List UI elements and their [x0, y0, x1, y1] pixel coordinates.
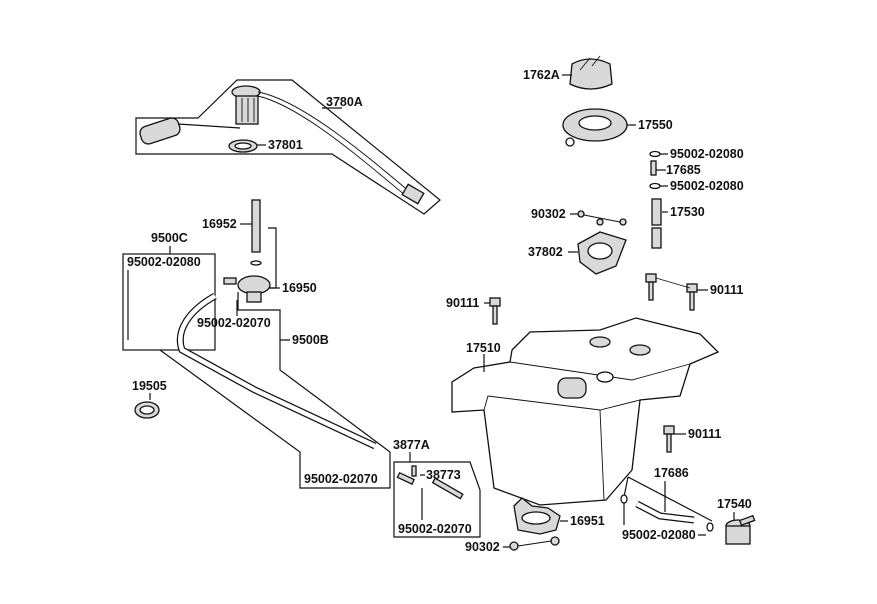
- bolt-icon: [489, 297, 501, 307]
- label-90302-top: 90302: [531, 207, 566, 221]
- clamp[interactable]: 19505: [132, 379, 167, 419]
- label-17510: 17510: [466, 341, 501, 355]
- group-outline-9500B-top: [237, 292, 290, 341]
- label-95002-02070-joint: 95002-02070: [398, 522, 472, 536]
- wire-connector: [401, 183, 425, 205]
- cap-ring[interactable]: 17550: [562, 108, 673, 147]
- label-16952: 16952: [202, 217, 237, 231]
- label-95002-02080-c: 95002-02080: [127, 255, 201, 269]
- label-3877A: 3877A: [393, 438, 430, 452]
- group-outline-9500C: [122, 253, 216, 351]
- joint-set-3877A[interactable]: 3877A 38773 95002-02070: [393, 438, 481, 538]
- label-95002-02070-b: 95002-02070: [304, 472, 378, 486]
- label-37802: 37802: [528, 245, 563, 259]
- t-joint: [396, 471, 415, 485]
- label-90302-bottom: 90302: [465, 540, 500, 554]
- fuel-tank[interactable]: 17510: [451, 317, 720, 506]
- label-95002-02080-mid: 95002-02080: [670, 179, 744, 193]
- valve-pipe: [251, 199, 261, 253]
- label-37801: 37801: [268, 138, 303, 152]
- label-90111-upper-right: 90111: [710, 283, 743, 297]
- joint-icon: [650, 160, 657, 176]
- breather-parts[interactable]: 95002-02080 17685 95002-02080 17530: [649, 147, 744, 249]
- fuel-tank-body: [451, 317, 720, 506]
- hose-set-9500B[interactable]: 95002-02070 9500B 95002-02070: [159, 292, 391, 489]
- breather-tube-bottom: [651, 227, 662, 249]
- bolt-lower-right[interactable]: 90111: [663, 425, 721, 453]
- label-3780A: 3780A: [326, 95, 363, 109]
- label-17530: 17530: [670, 205, 705, 219]
- fuel-valve: [237, 275, 271, 295]
- label-19505: 19505: [132, 379, 167, 393]
- label-1762A: 1762A: [523, 68, 560, 82]
- clip-icon: [649, 182, 661, 190]
- filler-neck: [557, 377, 587, 399]
- bolt-icon: [645, 273, 657, 283]
- label-95002-02070-top: 95002-02070: [197, 316, 271, 330]
- breather-tube-top: [651, 198, 662, 226]
- gasket-plate-group[interactable]: 90302 37802: [528, 207, 627, 275]
- label-17685: 17685: [666, 163, 701, 177]
- joint-pipe: [431, 477, 464, 500]
- group-outline-3780A: [135, 79, 441, 215]
- fuel-float: [139, 117, 181, 145]
- label-9500B: 9500B: [292, 333, 329, 347]
- label-90111-lower-right: 90111: [688, 427, 721, 441]
- pump-body: [235, 95, 259, 125]
- canister-hose-group[interactable]: 17686 95002-02080: [620, 466, 714, 542]
- bolt-upper-left[interactable]: 90111: [446, 296, 501, 325]
- fuel-cap[interactable]: 1762A: [523, 55, 613, 90]
- label-90111-upper-left: 90111: [446, 296, 479, 310]
- label-16950: 16950: [282, 281, 317, 295]
- clip-icon: [649, 150, 661, 158]
- fuel-cap-body: [569, 58, 613, 90]
- canister-body: [725, 525, 751, 545]
- group-outline-3877A: [393, 461, 481, 538]
- clip-icon: [706, 522, 714, 532]
- bracket-group[interactable]: 16951 90302: [465, 497, 605, 554]
- bolts-upper-right[interactable]: 90111: [645, 273, 743, 311]
- fuel-pump-assembly[interactable]: 37801 3780A: [135, 79, 441, 215]
- label-17686: 17686: [654, 466, 689, 480]
- bolt-icon: [663, 425, 675, 435]
- label-95002-02080-top: 95002-02080: [670, 147, 744, 161]
- hose-set-9500C[interactable]: 9500C 95002-02080: [122, 231, 216, 351]
- label-16951: 16951: [570, 514, 605, 528]
- clip-icon: [620, 494, 628, 504]
- fuel-valve-group[interactable]: 16952 16950: [202, 199, 317, 303]
- label-38773: 38773: [426, 468, 461, 482]
- label-17550: 17550: [638, 118, 673, 132]
- label-9500C: 9500C: [151, 231, 188, 245]
- label-95002-02080-canister: 95002-02080: [622, 528, 696, 542]
- label-17540: 17540: [717, 497, 752, 511]
- canister[interactable]: 17540: [717, 497, 756, 545]
